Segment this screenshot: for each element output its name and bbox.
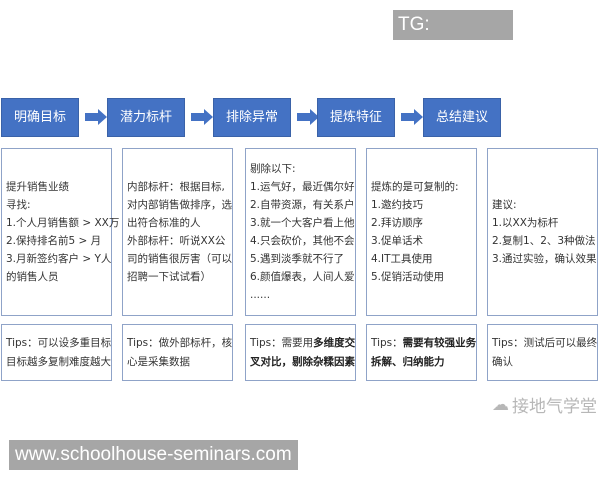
step-header: 潜力标杆 xyxy=(107,98,185,137)
step-content-box: 提升销售业绩寻找: 1.个人月销售额 > XX万 2.保持排名前5 > 月 3.月新签… xyxy=(1,148,120,316)
wechat-watermark: ☁ 接地气学堂 xyxy=(492,392,597,418)
tips-line: 目标越多复制难度越大 xyxy=(6,353,111,372)
content-line: 1.运气好，最近偶尔好 xyxy=(250,181,355,193)
tips-text: Tips：需要用 xyxy=(250,336,314,349)
tg-watermark: TG: MYYJJPP xyxy=(393,10,513,65)
tips-box: Tips：需要用多维度交叉对比，剔除杂糅因素 xyxy=(245,324,356,381)
content-line: 司的销售很厉害（可以 xyxy=(127,253,232,265)
step-header: 排除异常 xyxy=(213,98,291,137)
content-line: 2.自带资源，有关系户 xyxy=(250,199,355,211)
tips-box: Tips：做外部标杆，核心是采集数据 xyxy=(122,324,233,381)
site-watermark: www.schoolhouse-seminars.com xyxy=(9,440,298,470)
content-line: 4.IT工具使用 xyxy=(371,253,433,265)
tips-text: 心是采集数据 xyxy=(127,355,190,368)
content-line: 1.以XX为标杆 xyxy=(492,217,559,229)
tips-bold-text: 需要有较强业务 xyxy=(402,336,477,349)
arrow-right-icon xyxy=(297,109,319,125)
tips-line: Tips：做外部标杆，核 xyxy=(127,334,232,353)
tips-text: Tips：做外部标杆，核 xyxy=(127,336,233,349)
step-content-box: 内部标杆：根据目标, 对内部销售做排序，选出符合标准的人外部标杆：听说XX公司的销… xyxy=(122,148,233,316)
content-line: 3.促单话术 xyxy=(371,235,424,247)
content-line: 外部标杆：听说XX公 xyxy=(127,235,226,247)
content-line: ...... xyxy=(250,289,271,301)
tips-bold-text: 多维度交 xyxy=(313,336,356,349)
wechat-icon: ☁ xyxy=(492,394,509,415)
tips-line: Tips：测试后可以最终 xyxy=(492,334,597,353)
content-line: 4.只会砍价，其他不会 xyxy=(250,235,355,247)
step-content-box: 剔除以下: 1.运气好，最近偶尔好 2.自带资源，有关系户 3.就一个大客户看上他 4.… xyxy=(245,148,356,316)
content-line: 寻找: xyxy=(6,199,31,211)
tips-text: 目标越多复制难度越大 xyxy=(6,355,111,368)
content-line: 3.月新签约客户 > Y人 xyxy=(6,253,112,265)
tips-text: Tips：可以设多重目标 xyxy=(6,336,112,349)
content-line: 对内部销售做排序，选 xyxy=(127,199,232,211)
content-line: 2.复制1、2、3种做法 xyxy=(492,235,596,247)
tips-line: Tips：需要有较强业务 xyxy=(371,334,476,353)
content-line: 1.邀约技巧 xyxy=(371,199,424,211)
tips-box: Tips：测试后可以最终确认 xyxy=(487,324,598,381)
arrow-right-icon xyxy=(401,109,423,125)
tips-bold-text: 叉对比，剔除杂糅因素 xyxy=(250,355,355,368)
content-line: 剔除以下: xyxy=(250,163,296,175)
tips-line: 确认 xyxy=(492,353,593,372)
content-line: 提炼的是可复制的: xyxy=(371,181,459,193)
tips-box: Tips：需要有较强业务拆解、归纳能力 xyxy=(366,324,477,381)
content-line: 3.就一个大客户看上他 xyxy=(250,217,355,229)
content-line: 提升销售业绩 xyxy=(6,181,69,193)
arrow-right-icon xyxy=(85,109,107,125)
content-line: 5.遇到淡季就不行了 xyxy=(250,253,345,265)
step-content-box: 提炼的是可复制的: 1.邀约技巧 2.拜访顺序 3.促单话术 4.IT工具使用 5.促销活… xyxy=(366,148,477,316)
step-content-box: 建议: 1.以XX为标杆 2.复制1、2、3种做法 3.通过实验，确认效果 xyxy=(487,148,598,316)
content-line: 2.拜访顺序 xyxy=(371,217,424,229)
tips-line: 拆解、归纳能力 xyxy=(371,353,472,372)
tips-text: Tips： xyxy=(371,336,403,349)
content-line: 5.促销活动使用 xyxy=(371,271,445,283)
tips-line: 叉对比，剔除杂糅因素 xyxy=(250,353,355,372)
content-line: 的销售人员 xyxy=(6,271,59,283)
arrow-right-icon xyxy=(191,109,213,125)
content-line: 内部标杆：根据目标, xyxy=(127,181,225,193)
tips-box: Tips：可以设多重目标目标越多复制难度越大 xyxy=(1,324,112,381)
tips-text: 确认 xyxy=(492,355,513,368)
content-line: 6.颜值爆表，人间人爱 xyxy=(250,271,355,283)
content-line: 1.个人月销售额 > XX万 xyxy=(6,217,120,229)
wechat-watermark-text: 接地气学堂 xyxy=(512,397,597,417)
content-line: 招聘一下试试看） xyxy=(127,271,211,283)
content-line: 2.保持排名前5 > 月 xyxy=(6,235,102,247)
tips-line: Tips：可以设多重目标 xyxy=(6,334,111,353)
tips-line: 心是采集数据 xyxy=(127,353,228,372)
tips-text: Tips：测试后可以最终 xyxy=(492,336,598,349)
content-line: 3.通过实验，确认效果 xyxy=(492,253,597,265)
tips-bold-text: 拆解、归纳能力 xyxy=(371,355,445,368)
tips-line: Tips：需要用多维度交 xyxy=(250,334,355,353)
step-header: 提炼特征 xyxy=(317,98,395,137)
content-line: 建议: xyxy=(492,199,517,211)
step-header: 明确目标 xyxy=(1,98,79,137)
step-header: 总结建议 xyxy=(423,98,501,137)
content-line: 出符合标准的人 xyxy=(127,217,201,229)
